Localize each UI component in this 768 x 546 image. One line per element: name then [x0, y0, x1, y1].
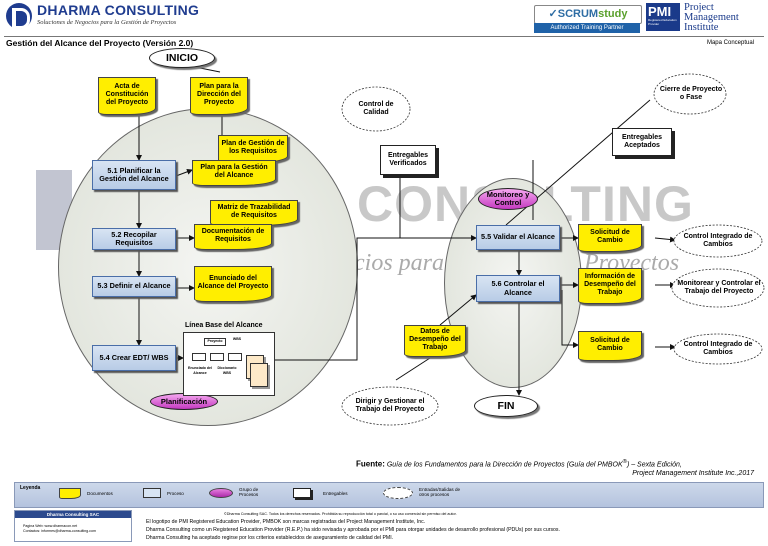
pmi-line-2: Management — [684, 12, 739, 23]
doc-matriz-trazabilidad: Matriz de Trazabilidad de Requisitos — [210, 200, 298, 226]
pmi-rep-text: Registered Education Provider — [648, 18, 677, 26]
scrumstudy-logo: ✓SCRUMstudy Authorized Training Partner — [534, 5, 642, 33]
doc-plan-requisitos: Plan de Gestión de los Requisitos — [218, 135, 288, 163]
baseline-docs-icon-2 — [250, 363, 268, 387]
baseline-wbs-node-2 — [210, 353, 224, 361]
legend-external-icon — [383, 487, 413, 499]
doc-plan-alcance: Plan para la Gestión del Alcance — [192, 160, 276, 186]
doc-plan-direccion: Plan para la Dirección del Proyecto — [190, 77, 248, 115]
baseline-enunciado: Enunciado del Alcance — [188, 366, 212, 378]
process-5-1: 5.1 Planificar la Gestión del Alcance — [92, 160, 176, 190]
legend-io: Entradas/Salidas de otros procesos — [419, 487, 460, 497]
footer-web: Pagina Web: www.dharmacon.net — [23, 524, 78, 528]
page-subtitle: Mapa Conceptual — [706, 40, 754, 46]
legend-group-line-2: Procesos — [239, 492, 259, 497]
legend-deliverable-icon — [293, 488, 311, 498]
doc-documentacion-requisitos: Documentación de Requisitos — [194, 224, 272, 250]
source-publisher: Project Management Institute Inc.,2017 — [632, 470, 754, 477]
process-5-6: 5.6 Controlar el Alcance — [476, 275, 560, 302]
footer-line-1: El logotipo de PMI Registered Education … — [146, 519, 426, 525]
pmi-name: Project Management Institute — [684, 2, 739, 33]
company-name: DHARMA CONSULTING — [37, 2, 200, 18]
end-terminal: FIN — [474, 395, 538, 417]
company-tagline: Soluciones de Negocios para la Gestión d… — [37, 19, 177, 26]
doc-datos-desempeno: Datos de Desempeño del Trabajo — [404, 325, 466, 357]
legend-group: Grupo de Procesos — [239, 487, 258, 497]
dharma-logo-icon — [6, 3, 32, 29]
doc-acta-constitucion: Acta de Constitución del Proyecto — [98, 77, 156, 115]
scrumstudy-check-icon: ✓ — [548, 8, 558, 20]
ext-control-calidad: Control de Calidad — [358, 101, 394, 116]
baseline-diccionario: Diccionario WBS — [214, 366, 240, 378]
baseline-label: Línea Base del Alcance — [185, 322, 263, 329]
page-title: Gestión del Alcance del Proyecto (Versió… — [6, 38, 194, 48]
footer-email: Contactos: informes@dharma-consulting.co… — [23, 529, 96, 533]
process-5-4: 5.4 Crear EDT/ WBS — [92, 345, 176, 371]
pmi-line-3: Institute — [684, 22, 719, 33]
process-5-3: 5.3 Definir el Alcance — [92, 276, 176, 297]
deliverable-verificados: Entregables Verificados — [380, 145, 436, 175]
doc-informacion-desempeno: Información de Desempeño del Trabajo — [578, 268, 642, 304]
footer-rights: ©Dharma Consulting SAC. Todos los derech… — [224, 512, 457, 516]
start-terminal: INICIO — [149, 48, 215, 68]
footer-line-3: Dharma Consulting ha aceptado regirse po… — [146, 535, 394, 541]
source-text: Guía de los Fundamentos para la Direcció… — [386, 461, 623, 469]
legend-deliverables: Entregables — [323, 491, 348, 496]
legend-process-icon — [143, 488, 161, 498]
scrumstudy-name-a: SCRUM — [557, 8, 599, 20]
footer-logo: Dharma Consulting SAC Pagina Web: www.dh… — [14, 510, 132, 542]
legend-process: Proceso — [167, 491, 184, 496]
legend-title: Leyenda — [20, 485, 41, 491]
pmi-line-1: Project — [684, 2, 714, 13]
ext-monitorear-controlar: Monitorear y Controlar el Trabajo del Pr… — [677, 280, 761, 295]
footer-line-2: Dharma Consulting como un Registered Edu… — [146, 527, 560, 533]
monitoring-group-label: Monitoreo y Control — [478, 188, 538, 210]
ext-dirigir-gestionar: Dirigir y Gestionar el Trabajo del Proye… — [355, 398, 425, 413]
pmi-logo: PMI Registered Education Provider Projec… — [646, 2, 764, 33]
process-5-5: 5.5 Validar el Alcance — [476, 225, 560, 250]
ext-control-cambios-2: Control Integrado de Cambios — [683, 341, 753, 356]
doc-solicitud-cambio-2: Solicitud de Cambio — [578, 331, 642, 361]
legend-documents: Documentos — [87, 491, 113, 496]
pmi-badge: PMI Registered Education Provider — [646, 3, 680, 31]
source-edition: ) – Sexta Edición, — [626, 461, 682, 469]
doc-solicitud-cambio-1: Solicitud de Cambio — [578, 224, 642, 252]
doc-enunciado-alcance: Enunciado del Alcance del Proyecto — [194, 266, 272, 302]
baseline-wbs-node-1 — [192, 353, 206, 361]
baseline-box: Proyecto WBS Enunciado del Alcance Dicci… — [183, 332, 275, 396]
deliverable-aceptados: Entregables Aceptados — [612, 128, 672, 156]
ext-cierre-proyecto: Cierre de Proyecto o Fase — [659, 86, 723, 101]
legend-io-line-1: Entradas/Salidas de — [419, 487, 461, 492]
header-divider — [4, 36, 764, 37]
footer-contact: Pagina Web: www.dharmacon.net Contactos:… — [23, 524, 96, 534]
legend-group-line-1: Grupo de — [239, 487, 259, 492]
scrumstudy-caption: Authorized Training Partner — [534, 23, 640, 33]
process-5-2: 5.2 Recopilar Requisitos — [92, 228, 176, 250]
legend-document-icon — [59, 488, 81, 499]
legend-io-line-2: otros procesos — [419, 492, 450, 497]
ext-control-cambios-1: Control Integrado de Cambios — [683, 233, 753, 248]
pmi-short: PMI — [648, 4, 672, 19]
source-sup: ® — [622, 459, 627, 465]
baseline-wbs: WBS — [230, 337, 244, 343]
footer-logo-bar: Dharma Consulting SAC — [15, 511, 131, 518]
source-label: Fuente: — [356, 459, 385, 469]
legend-group-icon — [209, 488, 233, 498]
dharma-logo: DHARMA CONSULTING Soluciones de Negocios… — [6, 2, 200, 34]
scrumstudy-name-b: study — [598, 8, 628, 20]
legend: Leyenda Documentos Proceso Grupo de Proc… — [14, 482, 764, 508]
baseline-wbs-node-3 — [228, 353, 242, 361]
source-citation: Fuente: Guía de los Fundamentos para la … — [356, 459, 682, 468]
baseline-proyecto: Proyecto — [204, 338, 226, 346]
